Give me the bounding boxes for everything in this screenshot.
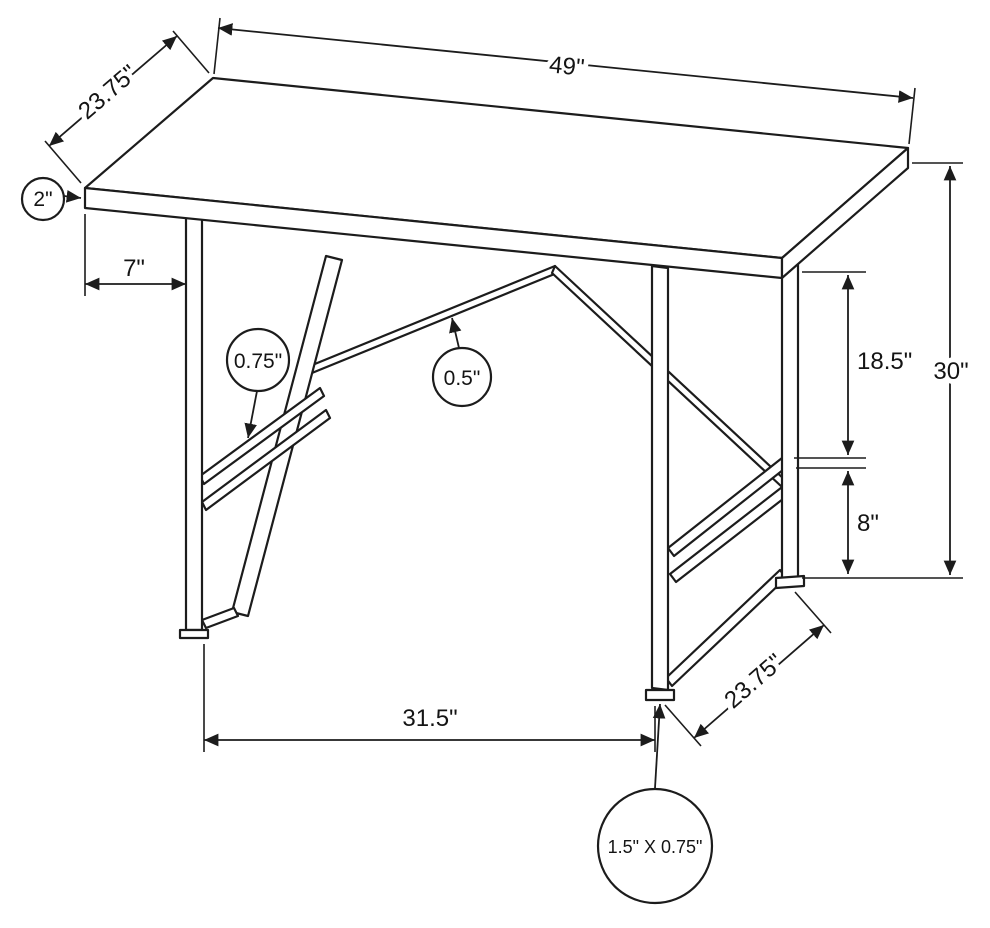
extension-line: [172, 30, 210, 74]
callout-circle: [431, 346, 493, 408]
dim-base-depth-label: 23.75": [719, 649, 788, 714]
extension-line: [794, 591, 832, 634]
left-leg-frame: [178, 208, 344, 640]
cross-brace-tubes: [303, 264, 787, 489]
extension-line: [664, 704, 702, 747]
dim-brace-tube-label: 0.5": [444, 367, 481, 390]
dim-top-thickness-label: 2": [33, 188, 52, 211]
dim-shelf-tube: 0.75": [225, 327, 291, 439]
dim-top-depth-label: 23.75": [73, 60, 143, 125]
leader-line: [449, 317, 462, 349]
right-frame-rear-post: [780, 262, 800, 581]
brace-left-tube: [303, 264, 559, 377]
extension-line: [213, 17, 221, 75]
dimension-line: [693, 624, 825, 739]
callout-circle: [20, 176, 66, 222]
left-frame-bottom-rail: [200, 606, 240, 630]
right-frame-front-foot: [644, 688, 676, 702]
dim-overall-height: 30": [802, 162, 974, 579]
callout-circle: [225, 327, 291, 393]
dim-leg-span: 31.5": [203, 644, 656, 752]
dim-side-overhang-label: 7": [123, 255, 145, 282]
left-frame-foot: [178, 628, 210, 640]
dim-leg-span-label: 31.5": [402, 705, 457, 732]
right-frame-rear-foot: [774, 574, 806, 590]
dimension-line: [217, 23, 914, 103]
dim-top-thickness: 2": [20, 176, 82, 222]
left-frame-shelf-tube-bottom: [200, 408, 332, 512]
leader-line: [244, 390, 258, 439]
right-frame-front-post: [650, 264, 670, 692]
dim-brace-tube: 0.5": [431, 317, 493, 408]
dim-shelf-to-floor-label: 8": [857, 510, 879, 537]
dim-desktop-to-shelf: 18.5": [794, 271, 912, 459]
dim-shelf-to-floor: 8": [796, 467, 879, 574]
dim-leg-tube-profile: 1.5" X 0.75": [596, 703, 714, 905]
leader-line: [63, 190, 82, 203]
dim-desktop-to-shelf-label: 18.5": [857, 348, 912, 375]
desktop-right-face: [780, 146, 910, 280]
dim-side-overhang: 7": [84, 214, 186, 296]
extension-line: [908, 87, 916, 145]
dim-overall-height-label: 30": [933, 358, 968, 385]
callout-circle: [596, 787, 714, 905]
dim-top-length-label: 49": [548, 51, 586, 81]
desktop: [83, 76, 910, 280]
dim-shelf-tube-label: 0.75": [234, 350, 282, 373]
extension-line: [44, 140, 82, 184]
leader-line: [652, 703, 666, 789]
dimension-line: [48, 35, 178, 147]
left-frame-rear-member: [230, 254, 344, 618]
dim-leg-tube-profile-label: 1.5" X 0.75": [608, 837, 703, 857]
left-frame-front-post: [184, 208, 204, 632]
